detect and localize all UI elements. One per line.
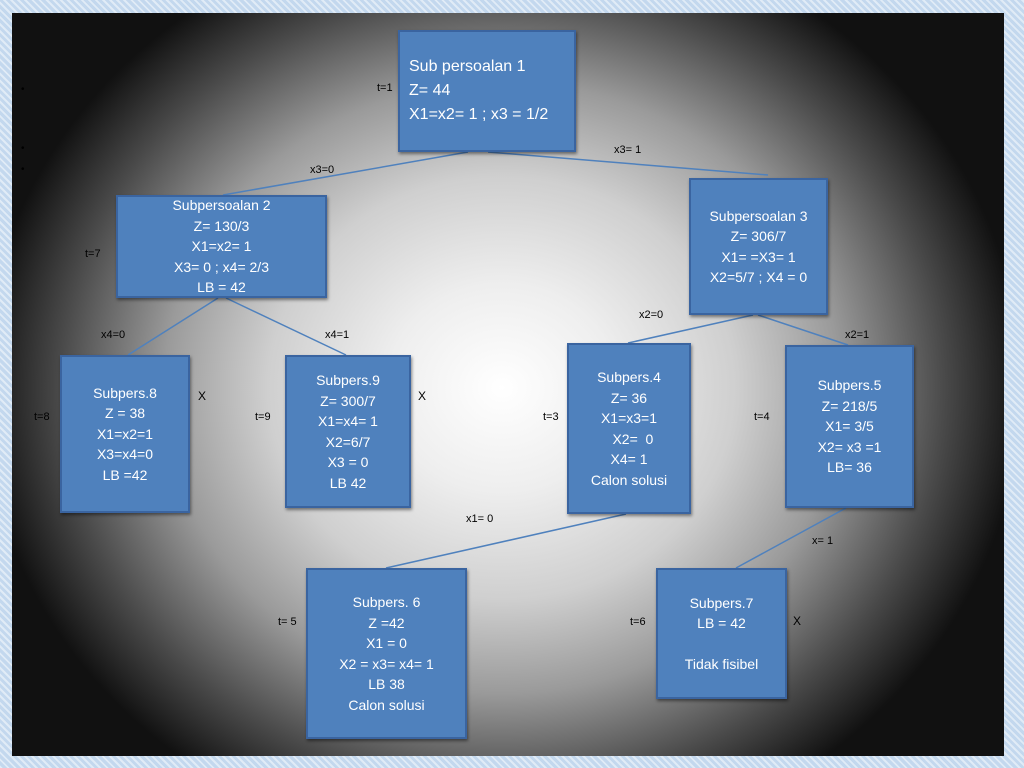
node-line: Z= 130/3	[193, 217, 250, 234]
node-line: Calon solusi	[590, 471, 668, 488]
step-label-t4: t=4	[754, 411, 770, 423]
node-line: Z= 44	[409, 82, 451, 99]
edge-label-x1-0: x1= 0	[466, 513, 494, 525]
node-sub-persoalan-1: Sub persoalan 1 Z= 44 X1=x2= 1 ; x3 = 1/…	[398, 30, 576, 152]
node-line: Tidak fisibel	[684, 656, 759, 672]
node-line: Z =42	[368, 614, 405, 631]
node-line: Z= 306/7	[730, 228, 787, 244]
node-line: Calon solusi	[348, 696, 425, 713]
node-line: Z= 36	[610, 389, 648, 406]
node-line: Subpers.8	[93, 384, 157, 401]
bullet-3: •	[21, 164, 25, 175]
edge-root-n3	[487, 151, 769, 176]
edge-label-x3-0: x3=0	[310, 164, 335, 176]
node-line: X1=x2= 1 ; x3 = 1/2	[409, 106, 549, 123]
node-line: X1=x3=1	[600, 410, 658, 426]
node-line: Subpers.4	[597, 369, 661, 385]
edge-root-n2	[222, 151, 469, 196]
node-line: X1=x2= 1	[191, 238, 252, 255]
tree-edges	[127, 151, 849, 569]
node-line: X3= 0 ; x4= 2/3	[174, 258, 269, 275]
bullet-1: •	[21, 84, 25, 95]
node-line: X1= =X3= 1	[721, 248, 796, 265]
step-label-t3: t=3	[543, 411, 559, 423]
node-subpers-7: Subpers.7 LB = 42 Tidak fisibel	[656, 568, 787, 699]
edge-n3-n5	[757, 314, 849, 346]
edge-label-x3-1: x3= 1	[614, 144, 642, 156]
node-line: Z= 218/5	[821, 397, 878, 414]
node-line: X1=x4= 1	[318, 413, 378, 429]
node-subpers-4: Subpers.4 Z= 36 X1=x3=1 X2= 0 X4= 1 Calo…	[567, 343, 691, 514]
step-label-t8: t=8	[34, 411, 50, 423]
node-line: Subpersoalan 2	[172, 197, 271, 214]
edge-label-x2-1: x2=1	[845, 329, 870, 341]
bullet-2: •	[21, 143, 25, 154]
step-label-t5: t= 5	[278, 616, 297, 628]
step-label-t9: t=9	[255, 411, 271, 423]
edge-n4-n6	[385, 513, 627, 569]
step-label-t7: t=7	[85, 248, 101, 260]
node-line: LB= 36	[827, 459, 872, 476]
prune-mark-n9: X	[418, 389, 427, 403]
edge-label-x4-0: x4=0	[101, 329, 126, 341]
node-line: X2=5/7 ; X4 = 0	[709, 269, 808, 285]
node-line: LB 42	[329, 474, 367, 491]
node-line: X2 = x3= x4= 1	[339, 655, 434, 672]
prune-mark-n7: X	[793, 614, 802, 628]
node-line: LB = 42	[697, 615, 746, 631]
node-line: X3 = 0	[327, 454, 369, 470]
node-line: X1 = 0	[366, 635, 407, 651]
node-line: LB = 42	[197, 279, 246, 296]
edge-n3-n4	[627, 314, 754, 344]
node-line: X2=6/7	[325, 433, 371, 450]
node-line: X2= x3 =1	[817, 438, 882, 455]
node-line: Subpersoalan 3	[709, 207, 808, 224]
edge-label-x2-0: x2=0	[639, 309, 664, 321]
edge-label-x4-1: x4=1	[325, 329, 350, 341]
node-subpers-9: Subpers.9 Z= 300/7 X1=x4= 1 X2=6/7 X3 = …	[285, 355, 411, 508]
edge-n2-n9	[225, 297, 347, 356]
node-line: Subpers. 6	[352, 594, 421, 610]
node-line: Sub persoalan 1	[409, 58, 526, 75]
node-line: Subpers.7	[689, 594, 754, 611]
node-line: X3=x4=0	[96, 446, 154, 463]
node-line: Z = 38	[104, 405, 146, 422]
node-line: Subpers.9	[316, 372, 380, 388]
node-line-blank	[658, 634, 785, 655]
edge-n2-n8	[127, 297, 219, 356]
edge-n5-n7	[735, 507, 847, 569]
node-line: LB 38	[368, 676, 405, 692]
node-subpers-5: Subpers.5 Z= 218/5 X1= 3/5 X2= x3 =1 LB=…	[785, 345, 914, 508]
step-label-t1: t=1	[377, 82, 393, 94]
node-line: LB =42	[102, 466, 148, 483]
node-line: Subpers.5	[817, 377, 882, 394]
node-line: X1= 3/5	[825, 418, 874, 435]
node-line: Z= 300/7	[320, 392, 376, 409]
node-line: X2= 0	[604, 430, 654, 447]
node-subpers-6: Subpers. 6 Z =42 X1 = 0 X2 = x3= x4= 1 L…	[306, 568, 467, 739]
node-line: X1=x2=1	[96, 425, 154, 442]
node-line: X4= 1	[610, 451, 648, 467]
step-label-t6: t=6	[630, 616, 646, 628]
node-subpersoalan-2: Subpersoalan 2 Z= 130/3 X1=x2= 1 X3= 0 ;…	[116, 195, 327, 298]
slide-canvas: • • • Sub persoalan 1 Z= 44 X1=x2= 1 ; x…	[12, 13, 1004, 756]
node-subpersoalan-3: Subpersoalan 3 Z= 306/7 X1= =X3= 1 X2=5/…	[689, 178, 828, 315]
node-subpers-8: Subpers.8 Z = 38 X1=x2=1 X3=x4=0 LB =42	[60, 355, 190, 513]
edge-label-x1-1: x= 1	[812, 535, 834, 547]
prune-mark-n8: X	[198, 389, 207, 403]
